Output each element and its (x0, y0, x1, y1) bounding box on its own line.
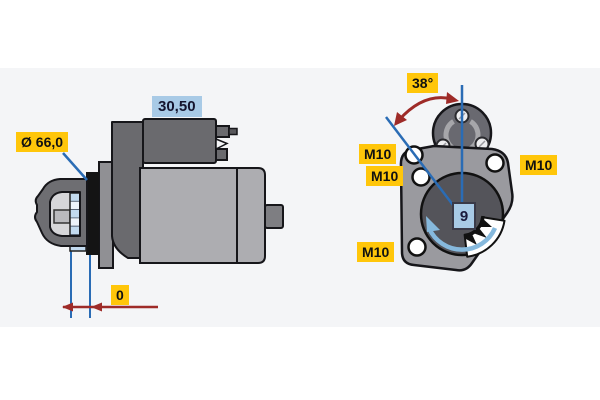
rear-mount-tab (264, 204, 284, 229)
angle-arrow-right (446, 92, 459, 104)
label-flange-diameter: Ø 66,0 (16, 132, 69, 152)
drive-end-housing (111, 121, 144, 259)
solenoid-side (142, 118, 238, 164)
label-bolt-lower-left: M10 (357, 242, 395, 262)
solenoid-terminal-tip (228, 127, 238, 136)
label-mounting-angle: 38° (407, 73, 439, 93)
solenoid-notch (215, 137, 229, 151)
solenoid-terminal (215, 125, 230, 138)
mounting-hole-right (485, 153, 505, 173)
drive-fork (34, 178, 88, 247)
solenoid-stub (215, 148, 228, 161)
flange-collar (86, 172, 99, 255)
label-pinion-teeth-count: 9 (452, 202, 476, 230)
mounting-plate (98, 161, 114, 269)
rotation-arrow (426, 216, 498, 252)
dimension-arrow-mid (91, 302, 102, 312)
front-view-drawing (385, 85, 514, 272)
pinion-shaft (53, 209, 71, 224)
diameter-pointer-line (62, 152, 88, 181)
mounting-hole-mid-left (411, 167, 431, 187)
label-pinion-projection: 0 (111, 285, 129, 305)
label-bolt-upper-left: M10 (359, 144, 397, 164)
side-view-drawing (34, 118, 284, 318)
dimension-line-zero (62, 302, 158, 312)
dimension-arrow-left (62, 302, 73, 312)
reference-line-diagonal (385, 116, 457, 210)
label-bolt-mid-left: M10 (366, 166, 404, 186)
angle-arc (394, 92, 459, 126)
angle-arrow-left (394, 112, 407, 126)
motor-body (139, 167, 266, 264)
label-bolt-right: M10 (520, 155, 558, 175)
mounting-hole-lower-left (407, 237, 427, 257)
label-solenoid-length: 30,50 (152, 96, 202, 117)
